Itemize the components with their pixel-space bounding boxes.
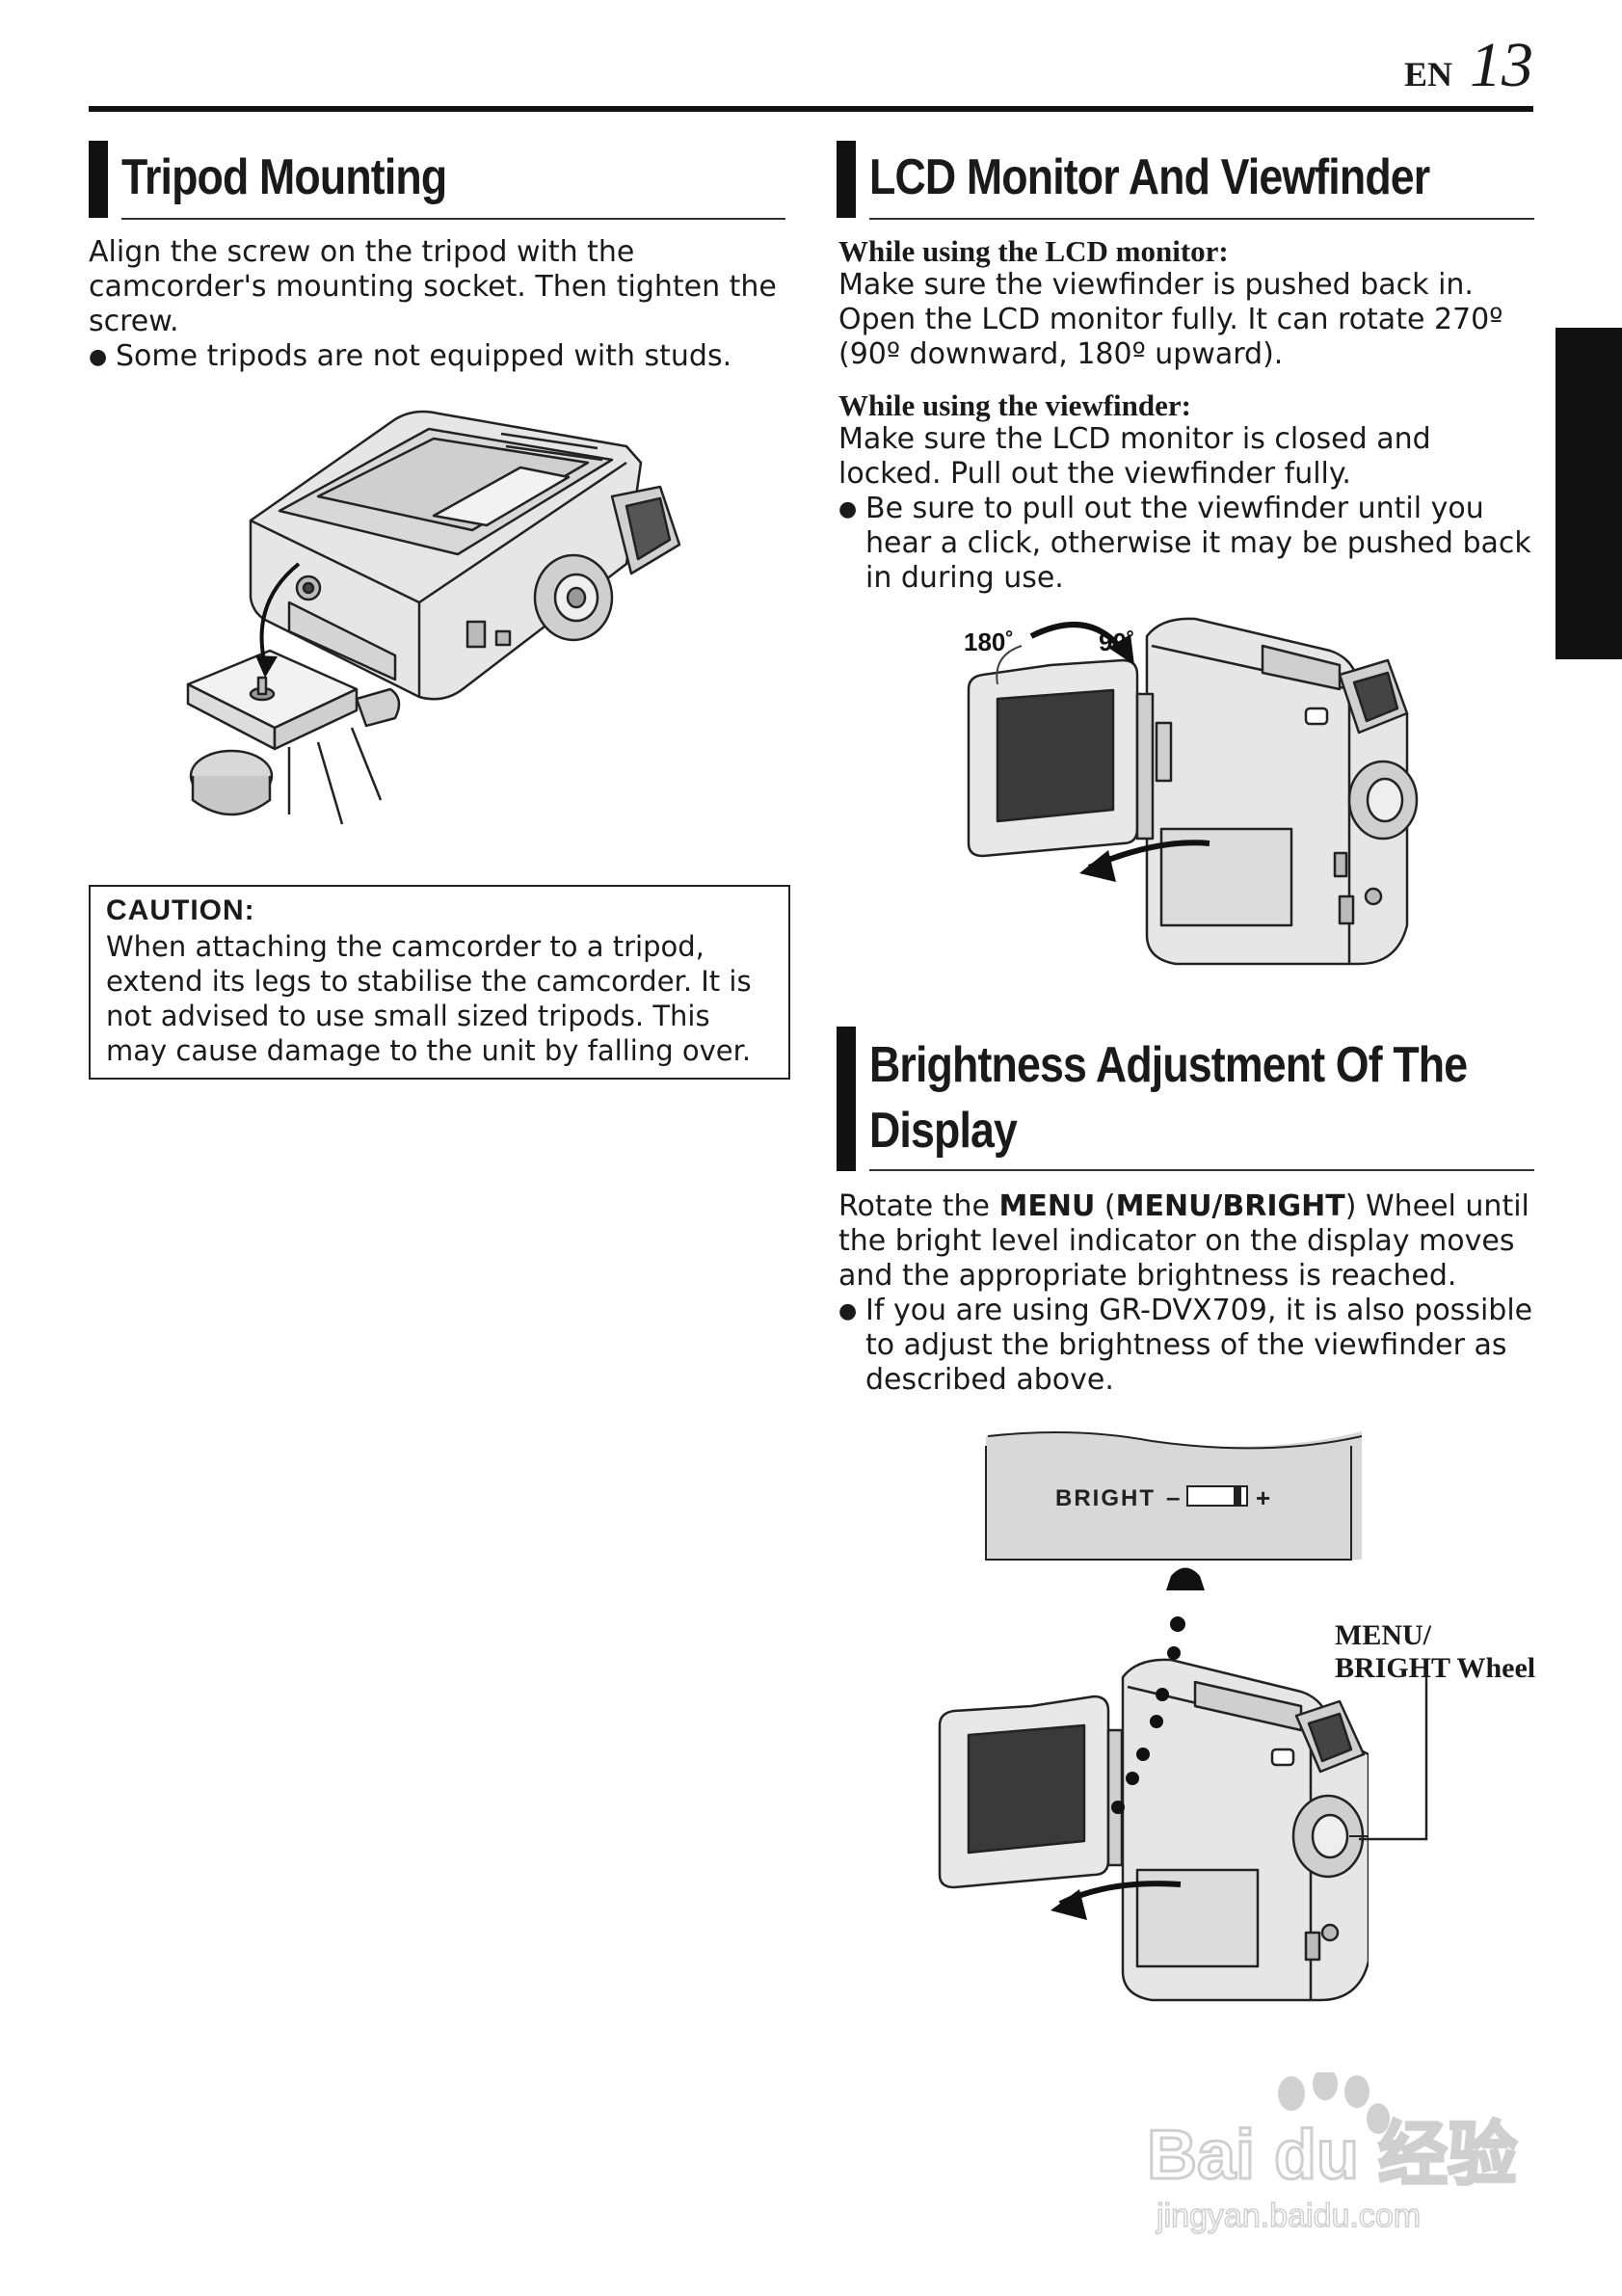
lcd-body: While using the LCD monitor: Make sure t… — [838, 235, 1537, 596]
angle-180-label: 180˚ — [964, 627, 1014, 656]
tripod-mounting-illustration — [186, 410, 681, 825]
section-title: LCD Monitor And Viewfinder — [869, 149, 1430, 205]
header-rule — [89, 106, 1533, 112]
bright-plus: + — [1256, 1483, 1270, 1512]
title-underline — [869, 1169, 1534, 1171]
title-underline — [869, 218, 1534, 220]
language-code: EN — [1403, 55, 1452, 93]
section-tripod-mounting: Tripod Mounting — [89, 141, 785, 222]
lcd-subheading: While using the LCD monitor: — [838, 234, 1229, 268]
bullet-dot — [838, 1294, 865, 1398]
caution-text: When attaching the camcorder to a tripod… — [106, 930, 752, 1067]
watermark-brand: Bai du 经验 — [1147, 2117, 1517, 2194]
watermark-url: jingyan.baidu.com — [1156, 2198, 1421, 2234]
title-bar-marker — [837, 141, 856, 218]
title-bar-marker — [89, 141, 108, 218]
bright-level-bar — [1186, 1485, 1248, 1507]
caution-box: CAUTION: When attaching the camcorder to… — [89, 885, 790, 1080]
viewfinder-text: Make sure the LCD monitor is closed and … — [838, 422, 1431, 491]
wheel-callout-line — [1359, 1672, 1428, 1841]
baidu-watermark: Bai du 经验 jingyan.baidu.com — [1137, 2068, 1542, 2241]
viewfinder-subheading: While using the viewfinder: — [838, 388, 1191, 422]
section-title-line2: Display — [869, 1103, 1018, 1159]
lcd-rotation-illustration: 180˚ 90˚ — [964, 617, 1419, 966]
brightness-bullet: If you are using GR-DVX709, it is also p… — [838, 1294, 1537, 1398]
angle-90-label: 90˚ — [1099, 627, 1135, 656]
baidu-paw-logo: Bai du 经验 jingyan.baidu.com — [1146, 2068, 1519, 2235]
section-lcd-viewfinder: LCD Monitor And Viewfinder — [837, 141, 1534, 222]
page-number: 13 — [1470, 30, 1533, 100]
bullet-dot — [838, 492, 865, 596]
bullet-text: Be sure to pull out the viewfinder until… — [865, 492, 1531, 595]
section-brightness-adjustment: Brightness Adjustment Of The Display — [837, 1027, 1534, 1173]
brightness-wheel-illustration — [938, 1567, 1369, 2002]
tripod-paragraph: Align the screw on the tripod with the c… — [89, 235, 777, 338]
language-side-tab — [1556, 328, 1622, 659]
menu-bright-wheel-label: MENU/ BRIGHT Wheel — [1335, 1619, 1536, 1684]
bullet-text: If you are using GR-DVX709, it is also p… — [865, 1294, 1533, 1397]
bright-level-indicator — [1234, 1486, 1241, 1506]
bright-label: BRIGHT — [1055, 1485, 1156, 1511]
bullet-text: Some tripods are not equipped with studs… — [116, 339, 732, 373]
tripod-bullet: Some tripods are not equipped with studs… — [89, 339, 792, 377]
section-title-line1: Brightness Adjustment Of The — [869, 1037, 1468, 1093]
page-header: EN 13 — [1404, 29, 1533, 102]
bright-minus: – — [1166, 1482, 1180, 1511]
lcd-text: Make sure the viewfinder is pushed back … — [838, 268, 1503, 371]
viewfinder-bullet: Be sure to pull out the viewfinder until… — [838, 492, 1537, 596]
bullet-dot — [89, 339, 116, 377]
title-bar-marker — [837, 1027, 856, 1171]
section-title: Tripod Mounting — [121, 149, 447, 205]
brightness-paragraph: Rotate the MENU (MENU/BRIGHT) Wheel unti… — [838, 1189, 1529, 1293]
title-underline — [121, 218, 785, 220]
tripod-body: Align the screw on the tripod with the c… — [89, 235, 792, 377]
caution-heading: CAUTION: — [106, 894, 255, 926]
brightness-body: Rotate the MENU (MENU/BRIGHT) Wheel unti… — [838, 1189, 1537, 1398]
bright-display-screen: BRIGHT – + — [985, 1431, 1363, 1561]
